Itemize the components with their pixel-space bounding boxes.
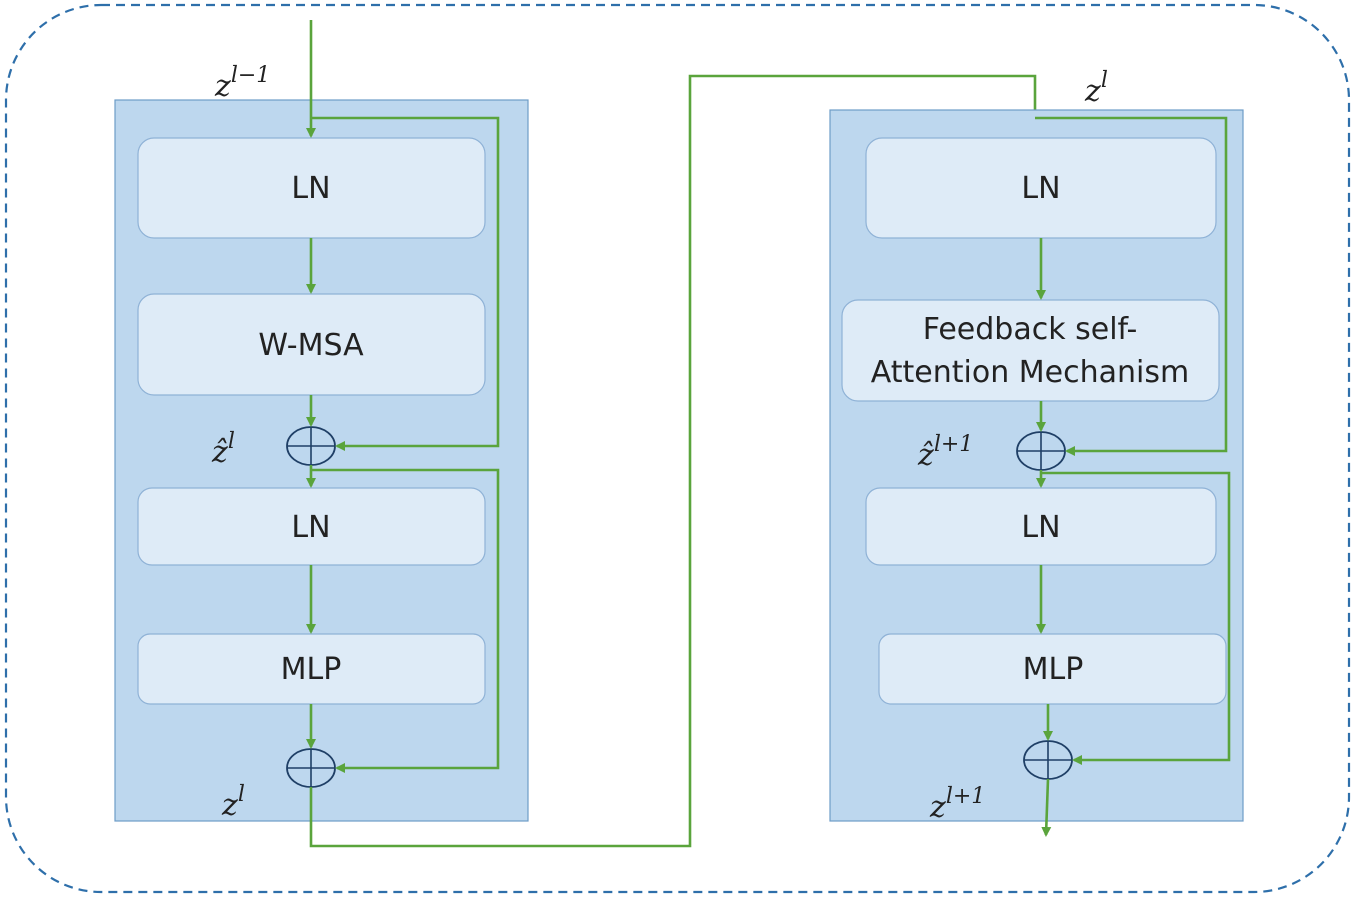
right-input-label: zl: [1084, 68, 1108, 109]
left-ln-label-1: LN: [291, 171, 330, 206]
left-adder-2: [286, 748, 336, 788]
right-ln-label-1: LN: [1021, 171, 1060, 206]
left-adder-1: [286, 426, 336, 466]
right-ln-label-2: LN: [1021, 510, 1060, 545]
left-output-label: zl: [221, 782, 245, 823]
right-output-label: zl+1: [929, 784, 985, 825]
left-mid-label: ẑl: [211, 429, 235, 470]
left-wmsa-label: W-MSA: [258, 328, 364, 363]
outer-dashed-frame: [4, 3, 1351, 894]
right-adder-1: [1016, 431, 1066, 471]
left-ln-label-2: LN: [291, 510, 330, 545]
left-input-label: zl−1: [214, 63, 270, 104]
right-mlp-box: [878, 633, 1227, 705]
right-wires: [1035, 116, 1231, 837]
right-feedback-box: [841, 299, 1220, 402]
right-mlp-label: MLP: [1023, 652, 1084, 687]
right-feedback-label-line1: Feedback self-: [923, 312, 1138, 347]
right-mid-label: ẑl+1: [917, 432, 973, 473]
left-wires: [306, 20, 1040, 848]
left-mlp-label: MLP: [281, 652, 342, 687]
right-feedback-label-line2: Attention Mechanism: [871, 355, 1189, 390]
right-adder-2: [1023, 740, 1073, 780]
